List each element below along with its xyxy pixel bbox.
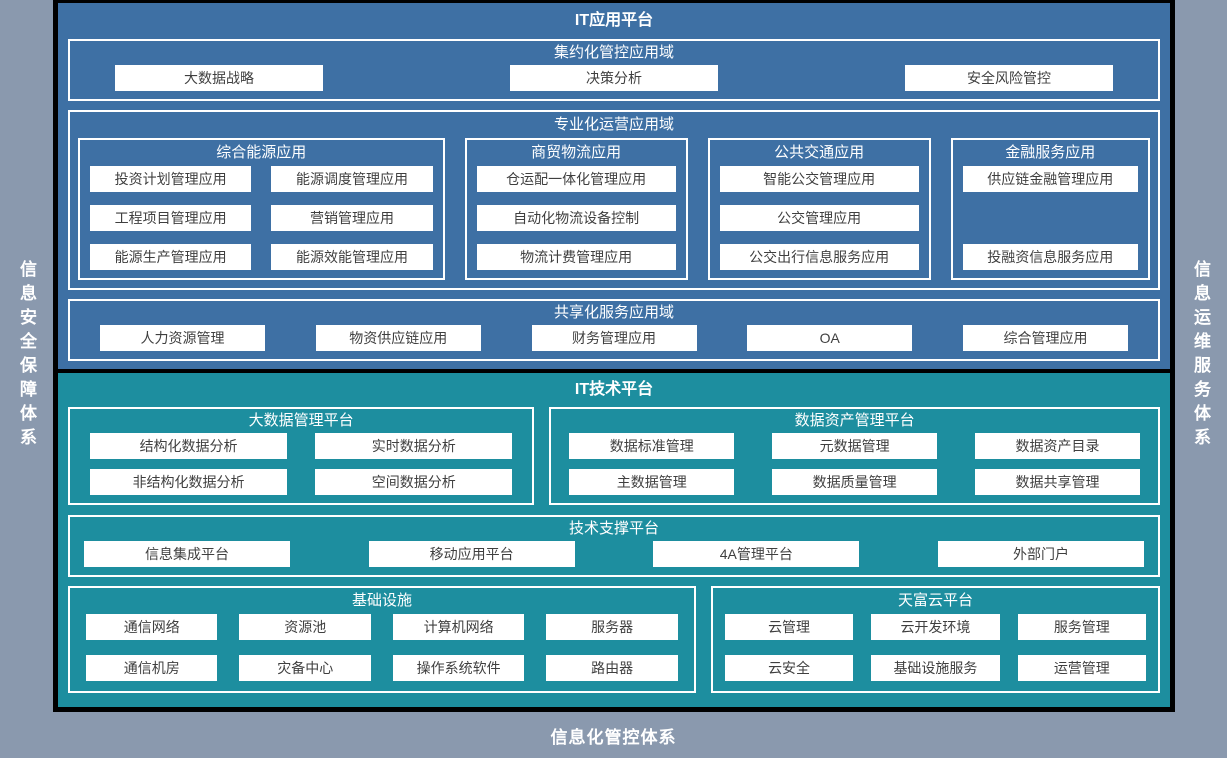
professional-operation-domain-title: 专业化运营应用域 [553,116,674,133]
tech-item: 4A管理平台 [653,541,860,567]
app-item: 投融资信息服务应用 [962,244,1138,270]
tech-item: 数据质量管理 [772,469,938,495]
app-item: 大数据战略 [115,65,323,91]
tianfu-cloud-platform-title: 天富云平台 [897,592,973,609]
tech-item: 操作系统软件 [392,655,525,681]
app-item: 人力资源管理 [100,325,265,351]
app-item: 投资计划管理应用 [90,166,252,192]
app-item: 物流计费管理应用 [476,244,676,270]
centralized-control-domain-title: 集约化管控应用域 [553,44,674,61]
infrastructure-title: 基础设施 [351,592,412,609]
infrastructure-items: 通信网络 资源池 计算机网络 服务器 通信机房 灾备中心 操作系统软件 路由器 [86,614,678,681]
tech-item: 运营管理 [1017,655,1146,681]
bigdata-management-platform: 大数据管理平台 结构化数据分析 实时数据分析 非结构化数据分析 空间数据分析 [68,407,535,505]
financial-service-group-title: 金融服务应用 [1005,144,1096,161]
app-item: 智能公交管理应用 [719,166,919,192]
it-application-platform-section: IT应用平台 集约化管控应用域 大数据战略 决策分析 安全风险管控 专业化运营应… [58,3,1170,369]
it-application-platform-title: IT应用平台 [574,12,654,29]
shared-service-items: 人力资源管理 物资供应链应用 财务管理应用 OA 综合管理应用 [70,325,1158,359]
app-item: 财务管理应用 [531,325,697,351]
tech-item: 结构化数据分析 [90,433,288,459]
tech-item: 灾备中心 [239,655,371,681]
tech-item: 通信机房 [86,655,218,681]
technical-support-platform-title: 技术支撑平台 [568,520,659,537]
tech-item: 主数据管理 [569,469,735,495]
tech-item: 服务管理 [1017,614,1146,640]
tech-item: 数据标准管理 [569,433,735,459]
public-transport-items: 智能公交管理应用 公交管理应用 公交出行信息服务应用 [719,166,919,270]
data-platform-row: 大数据管理平台 结构化数据分析 实时数据分析 非结构化数据分析 空间数据分析 数… [68,407,1160,505]
public-transport-group-title: 公共交通应用 [774,144,865,161]
app-item: 综合管理应用 [963,325,1128,351]
app-item: 营销管理应用 [271,205,433,231]
centralized-control-domain: 集约化管控应用域 大数据战略 决策分析 安全风险管控 [68,39,1160,101]
app-item: 仓运配一体化管理应用 [476,166,676,192]
tech-item: 通信网络 [86,614,218,640]
tech-item: 空间数据分析 [315,469,513,495]
tianfu-cloud-platform: 天富云平台 云管理 云开发环境 服务管理 云安全 基础设施服务 运营管理 [710,586,1160,693]
app-item: 能源调度管理应用 [271,166,433,192]
trade-logistics-items: 仓运配一体化管理应用 自动化物流设备控制 物流计费管理应用 [476,166,676,270]
technical-support-items: 信息集成平台 移动应用平台 4A管理平台 外部门户 [70,541,1158,567]
infrastructure-row: 基础设施 通信网络 资源池 计算机网络 服务器 通信机房 灾备中心 操作系统软件… [68,586,1160,693]
app-item: 公交管理应用 [719,205,919,231]
security-assurance-system-label: 信息安全保障体系 [17,260,36,452]
app-item: 能源生产管理应用 [90,244,252,270]
app-item: 安全风险管控 [905,65,1113,91]
tech-item: 云安全 [724,655,854,681]
app-item: 能源效能管理应用 [271,244,433,270]
tech-item: 非结构化数据分析 [90,469,288,495]
trade-logistics-group: 商贸物流应用 仓运配一体化管理应用 自动化物流设备控制 物流计费管理应用 [464,138,688,280]
it-technology-platform-title: IT技术平台 [574,381,654,398]
app-item: 公交出行信息服务应用 [719,244,919,270]
infrastructure-box: 基础设施 通信网络 资源池 计算机网络 服务器 通信机房 灾备中心 操作系统软件… [68,586,696,693]
centralized-items: 大数据战略 决策分析 安全风险管控 [70,65,1158,99]
bigdata-management-platform-title: 大数据管理平台 [248,412,354,429]
it-technology-platform-section: IT技术平台 大数据管理平台 结构化数据分析 实时数据分析 非结构化数据分析 空… [58,369,1170,707]
professional-operation-domain: 专业化运营应用域 综合能源应用 投资计划管理应用 能源调度管理应用 工程项目管理… [68,110,1160,290]
data-asset-management-platform-title: 数据资产管理平台 [794,412,915,429]
tech-item: 计算机网络 [392,614,525,640]
app-item: 供应链金融管理应用 [962,166,1138,192]
informatization-control-system-label: 信息化管控体系 [550,727,677,747]
energy-items: 投资计划管理应用 能源调度管理应用 工程项目管理应用 营销管理应用 能源生产管理… [90,166,433,270]
shared-service-domain: 共享化服务应用域 人力资源管理 物资供应链应用 财务管理应用 OA 综合管理应用 [68,299,1160,361]
tech-item: 云开发环境 [871,614,1000,640]
trade-logistics-group-title: 商贸物流应用 [531,144,622,161]
tech-item: 云管理 [724,614,854,640]
financial-service-items: 供应链金融管理应用 投融资信息服务应用 [962,166,1138,270]
tech-item: 信息集成平台 [84,541,290,567]
tech-item: 实时数据分析 [315,433,513,459]
tech-item: 数据共享管理 [975,469,1140,495]
tech-item: 基础设施服务 [871,655,1000,681]
tech-item: 服务器 [546,614,678,640]
energy-application-group-title: 综合能源应用 [216,144,307,161]
professional-groups: 综合能源应用 投资计划管理应用 能源调度管理应用 工程项目管理应用 营销管理应用… [70,138,1158,288]
energy-application-group: 综合能源应用 投资计划管理应用 能源调度管理应用 工程项目管理应用 营销管理应用… [78,138,445,280]
app-item: 工程项目管理应用 [90,205,252,231]
financial-service-group: 金融服务应用 供应链金融管理应用 投融资信息服务应用 [950,138,1150,280]
tech-item: 外部门户 [937,541,1144,567]
cloud-items: 云管理 云开发环境 服务管理 云安全 基础设施服务 运营管理 [724,614,1146,681]
tech-item: 数据资产目录 [975,433,1140,459]
tech-item: 移动应用平台 [368,541,575,567]
app-item: 物资供应链应用 [315,325,481,351]
shared-service-domain-title: 共享化服务应用域 [553,304,674,321]
data-asset-management-platform: 数据资产管理平台 数据标准管理 元数据管理 数据资产目录 主数据管理 数据质量管… [549,407,1160,505]
architecture-diagram-panel: IT应用平台 集约化管控应用域 大数据战略 决策分析 安全风险管控 专业化运营应… [53,0,1175,712]
operation-maintenance-system-label: 信息运维服务体系 [1191,260,1210,452]
technical-support-platform: 技术支撑平台 信息集成平台 移动应用平台 4A管理平台 外部门户 [68,515,1160,577]
app-item: OA [747,325,913,351]
tech-item: 资源池 [239,614,371,640]
app-item: 自动化物流设备控制 [476,205,676,231]
data-asset-items: 数据标准管理 元数据管理 数据资产目录 主数据管理 数据质量管理 数据共享管理 [569,433,1140,495]
tech-item: 元数据管理 [772,433,938,459]
public-transport-group: 公共交通应用 智能公交管理应用 公交管理应用 公交出行信息服务应用 [707,138,931,280]
app-item: 决策分析 [510,65,718,91]
bigdata-items: 结构化数据分析 实时数据分析 非结构化数据分析 空间数据分析 [90,433,513,495]
tech-item: 路由器 [546,655,678,681]
